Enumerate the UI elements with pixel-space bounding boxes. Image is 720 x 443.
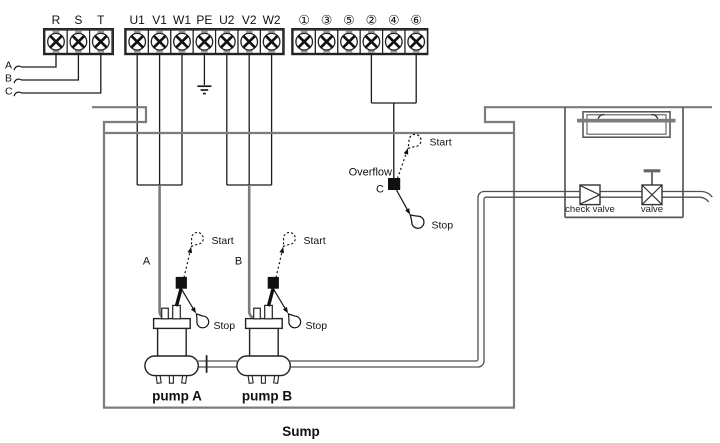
terminal-label-2: ② [366, 14, 378, 29]
terminal-label-w2: W2 [263, 13, 281, 27]
terminal-label-v1: V1 [152, 13, 167, 27]
pump-a-motor-wires [136, 54, 183, 186]
discharge-pipe [198, 190, 713, 368]
pump-a-icon [144, 304, 199, 385]
float-a-label: A [143, 255, 151, 267]
phase-c-switch-icon [13, 91, 22, 97]
float-switch-a [176, 230, 211, 330]
phase-c-wire [21, 54, 102, 94]
overflow-float-wires [370, 54, 417, 179]
sump-label: Sump [282, 424, 320, 439]
terminal-label-5: ⑤ [343, 14, 355, 29]
overflow-title: Overflow [349, 167, 392, 179]
terminal-label-t: T [97, 13, 105, 27]
terminal-screw-icon [124, 28, 150, 55]
sump-tank-outline [92, 106, 712, 409]
overflow-start-label: Start [430, 136, 452, 148]
terminal-screw-icon [43, 28, 69, 55]
terminal-screw-icon [336, 28, 362, 55]
terminal-label-4: ④ [388, 14, 400, 29]
pump-b-cable [247, 185, 254, 319]
terminal-strip-motor: U1 V1 W1 PE U2 V2 W2 [124, 13, 285, 56]
terminal-screw-icon [291, 28, 317, 55]
ground-icon [197, 85, 212, 95]
pipe-between-pumps [198, 360, 237, 368]
float-b-stop-label: Stop [306, 320, 328, 332]
terminal-strip-control: ① ③ ⑤ ② ④ ⑥ [291, 14, 429, 56]
float-b-start-label: Start [304, 235, 326, 247]
terminal-label-s: S [74, 13, 82, 27]
terminal-strip-rst: R S T [43, 13, 114, 56]
terminal-screw-icon [169, 28, 195, 55]
terminal-screw-icon [65, 28, 91, 55]
valve-pit [564, 107, 684, 219]
float-switch-b [268, 230, 303, 330]
supply-wires [13, 54, 417, 186]
pipe-riser-upper-edge [290, 190, 713, 362]
terminal-screw-icon [381, 28, 407, 55]
pump-cables [158, 185, 254, 319]
overflow-switch-label: C [376, 183, 384, 195]
terminal-label-v2: V2 [242, 13, 257, 27]
pump-b-label: pump B [242, 389, 292, 404]
pump-a-cable [158, 185, 164, 319]
valve-pit-walls [564, 107, 684, 219]
terminal-label-6: ⑥ [410, 14, 422, 29]
gate-valve-icon [641, 169, 663, 206]
terminal-screw-icon [147, 28, 173, 55]
terminal-label-w1: W1 [173, 13, 191, 27]
terminal-screw-icon [191, 28, 217, 55]
phase-b-label: B [5, 73, 12, 85]
phase-b-wire [21, 54, 80, 81]
phase-a-switch-icon [13, 65, 22, 71]
manhole-cover-icon [577, 111, 676, 139]
terminal-label-u2: U2 [219, 13, 235, 27]
float-a-start-label: Start [212, 235, 234, 247]
float-a-stop-label: Stop [214, 320, 236, 332]
terminal-screw-icon [403, 28, 429, 55]
phase-c-label: C [5, 86, 13, 98]
valve-label: valve [641, 204, 663, 215]
terminal-screw-icon [259, 28, 285, 55]
pump-b-motor-wires [226, 54, 273, 186]
terminal-screw-icon [214, 28, 240, 55]
float-b-label: B [235, 255, 242, 267]
pipe-riser-lower-edge [290, 196, 710, 368]
check-valve-icon [579, 184, 601, 206]
tank-walls [92, 106, 712, 409]
terminal-label-u1: U1 [130, 13, 146, 27]
terminal-label-r: R [52, 13, 61, 27]
phase-a-wire [21, 54, 57, 68]
check-valve-label: check valve [565, 204, 615, 215]
terminal-label-1: ① [298, 14, 310, 29]
phase-a-label: A [5, 60, 12, 72]
terminal-screw-icon [358, 28, 384, 55]
phase-b-switch-icon [13, 78, 22, 84]
overflow-stop-label: Stop [432, 219, 454, 231]
terminal-screw-icon [314, 28, 340, 55]
terminal-screw-icon [88, 28, 114, 55]
terminal-label-3: ③ [321, 14, 333, 29]
terminal-screw-icon [236, 28, 262, 55]
pump-a-label: pump A [152, 389, 202, 404]
pump-b-icon [236, 304, 291, 385]
float-switch-overflow [388, 131, 428, 232]
terminal-label-pe: PE [196, 13, 212, 27]
